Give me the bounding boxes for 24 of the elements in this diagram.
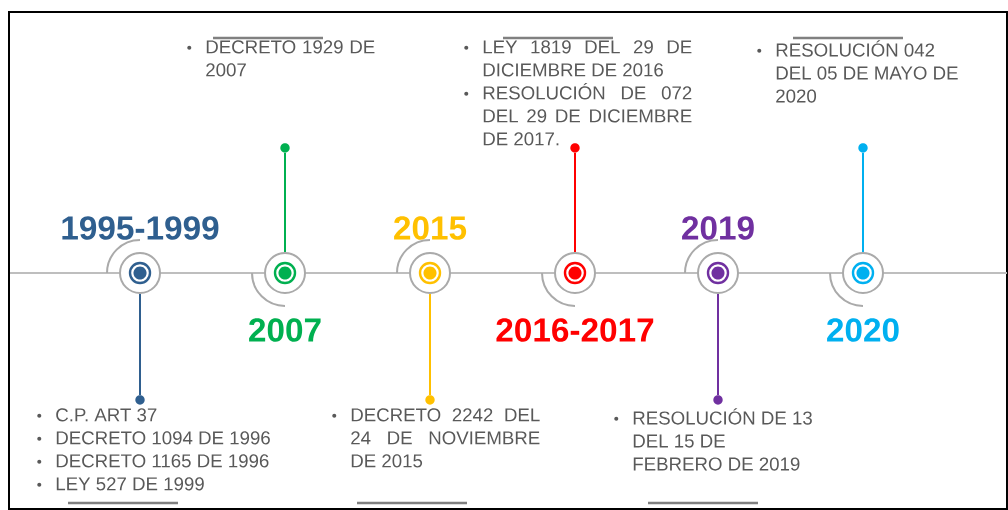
year-label: 2015 bbox=[394, 216, 467, 240]
bullet-item: RESOLUCIÓN DE 13 DEL 15 DE FEBRERO DE 2019 bbox=[614, 408, 812, 471]
bullet-item: RESOLUCIÓN 042 DEL 05 DE MAYO DE 2020 bbox=[757, 40, 958, 103]
stem-connector bbox=[139, 293, 141, 397]
stem-connector bbox=[862, 151, 864, 253]
year-label: 2020 bbox=[827, 318, 899, 342]
bullet-item: DECRETO 1165 DE 1996 bbox=[37, 454, 269, 468]
bullet-list bbox=[37, 408, 270, 491]
year-label: 2007 bbox=[249, 318, 321, 342]
bullet-item: DECRETO 1929 DE 2007 bbox=[187, 40, 375, 77]
stem-connector bbox=[717, 293, 719, 397]
year-label: 2016-2017 bbox=[496, 318, 654, 342]
bullet-item: LEY 1819 DEL 29 DE DICIEMBRE DE 2016 bbox=[464, 40, 692, 77]
bullet-item: DECRETO 2242 DEL 24 DE NOVIEMBRE DE 2015 bbox=[332, 408, 540, 468]
bullet-item: C.P. ART 37 bbox=[37, 408, 157, 422]
stem-connector bbox=[429, 293, 431, 397]
bullet-list bbox=[464, 40, 692, 146]
stem-connector bbox=[284, 151, 286, 253]
stem-connector bbox=[574, 151, 576, 253]
bullet-item: DECRETO 1094 DE 1996 bbox=[37, 431, 270, 445]
year-label: 1995-1999 bbox=[62, 216, 219, 240]
year-label: 2019 bbox=[682, 216, 754, 240]
bullet-item: LEY 527 DE 1999 bbox=[37, 477, 204, 491]
bullet-item: RESOLUCIÓN DE 072 DEL 29 DE DICIEMBRE DE 2017. bbox=[464, 83, 692, 146]
